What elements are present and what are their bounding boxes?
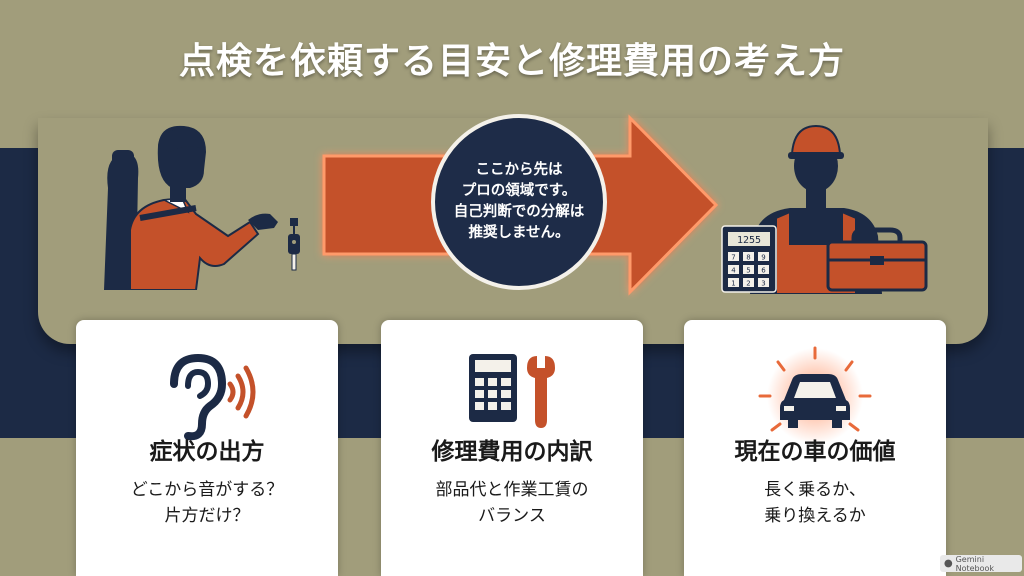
notebook-badge: Gemini Notebook	[940, 554, 1022, 573]
calculator-key: 6	[761, 267, 766, 275]
card-car-value: 現在の車の価値 長く乗るか、 乗り換えるか	[684, 320, 946, 576]
page-title: 点検を依頼する目安と修理費用の考え方	[178, 41, 845, 82]
ear-sound-icon	[76, 344, 338, 444]
customer-handing-key-illustration	[104, 125, 300, 290]
card-desc-line: 乗り換えるか	[764, 505, 866, 526]
card-desc-line: どこから音がする？	[130, 480, 284, 500]
calculator-key: 3	[761, 280, 765, 288]
calculator-display: 1255	[737, 235, 761, 246]
speech-line: 自己判断での分解は	[453, 204, 585, 220]
card-desc-line: 片方だけ？	[164, 505, 250, 526]
calculator-wrench-icon	[381, 344, 643, 444]
calculator-key: 7	[731, 254, 735, 262]
card-desc-line: 長く乗るか、	[764, 480, 866, 500]
card-description: 部品代と作業工賃の バランス	[381, 478, 643, 529]
badge-label: Gemini Notebook	[955, 554, 995, 573]
calculator-icon: 1255 7 8 9 4 5 6 1 2 3	[721, 225, 777, 293]
notebook-logo-icon	[944, 559, 953, 568]
calculator-key: 9	[761, 254, 765, 262]
card-desc-line: 部品代と作業工賃の	[435, 480, 589, 500]
calculator-key: 1	[731, 280, 735, 288]
calculator-key: 5	[746, 267, 750, 275]
card-title: 現在の車の価値	[734, 439, 896, 465]
mechanic-illustration: 1255 7 8 9 4 5 6 1 2 3	[721, 124, 928, 294]
card-description: どこから音がする？ 片方だけ？	[76, 478, 338, 529]
calculator-key: 8	[746, 254, 750, 262]
card-description: 長く乗るか、 乗り換えるか	[684, 478, 946, 529]
card-repair-cost: 修理費用の内訳 部品代と作業工賃の バランス	[381, 320, 643, 576]
speech-line: 推奨しません。	[468, 225, 570, 242]
calculator-key: 4	[731, 267, 736, 275]
glowing-car-icon	[684, 344, 946, 444]
card-title: 症状の出方	[149, 439, 265, 465]
card-symptoms: 症状の出方 どこから音がする？ 片方だけ？	[76, 320, 338, 576]
toolbox-icon	[826, 227, 928, 292]
card-desc-line: バランス	[478, 505, 546, 526]
speech-line: プロの領域です。	[461, 182, 577, 199]
speech-line: ここから先は	[475, 161, 563, 178]
card-title: 修理費用の内訳	[431, 439, 593, 465]
warning-speech-circle: ここから先は プロの領域です。 自己判断での分解は 推奨しません。	[431, 114, 607, 290]
calculator-key: 2	[746, 280, 750, 288]
